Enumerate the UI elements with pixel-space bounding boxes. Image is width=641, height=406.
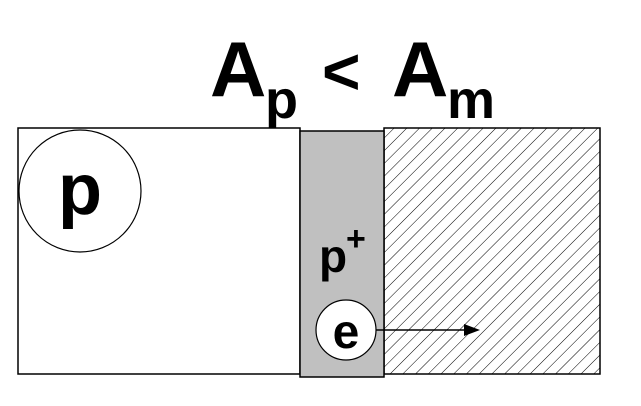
electron-label-e: e — [333, 306, 360, 359]
title-equation: A p < A m — [210, 25, 495, 130]
particle-label-p: p — [58, 150, 102, 230]
title-left-subscript: p — [265, 70, 298, 130]
middle-label-base: p — [319, 230, 347, 282]
title-left-symbol: A — [210, 25, 266, 113]
title-right-subscript: m — [447, 70, 495, 130]
arrow-icon — [376, 324, 480, 336]
title-relation: < — [322, 34, 361, 108]
middle-label-superscript: + — [346, 220, 366, 258]
right-region-hatched — [383, 127, 601, 375]
title-right-symbol: A — [392, 25, 448, 113]
particle-circle-p — [18, 129, 142, 253]
